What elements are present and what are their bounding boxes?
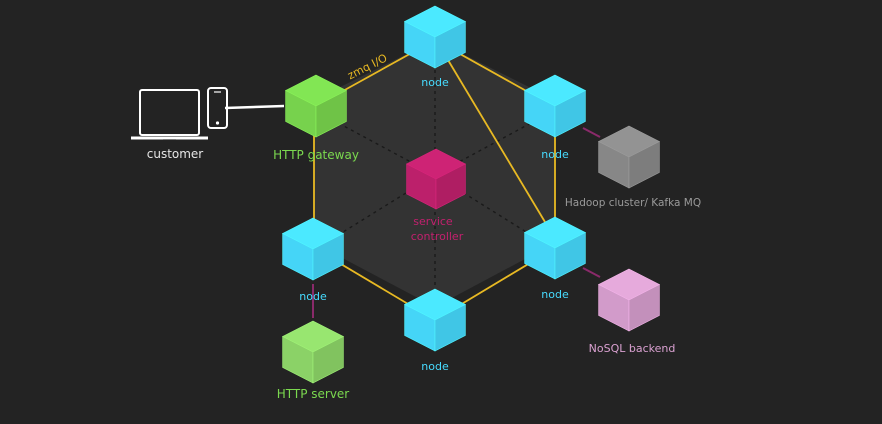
cube-face: [312, 336, 344, 384]
cube-face: [554, 232, 586, 280]
node-upper-right-cube: [523, 74, 587, 138]
node-bottom-label: node: [421, 360, 449, 373]
phone-icon: [207, 87, 228, 129]
customer-link: [224, 104, 285, 110]
gateway-label: HTTP gateway: [273, 148, 359, 162]
node-lower-right-label: node: [541, 288, 569, 301]
cube-face: [435, 163, 466, 210]
node-bottom-cube: [403, 288, 467, 352]
http-server-cube: [281, 320, 345, 384]
cube-face: [315, 90, 347, 138]
backend-links: [312, 127, 601, 318]
hadoop-label: Hadoop cluster/ Kafka MQ: [565, 197, 701, 209]
hadoop-cube: [597, 125, 661, 189]
cubes: [281, 5, 661, 384]
node-left-cube: [281, 217, 345, 281]
controller-label-line1: service: [413, 215, 453, 228]
nosql-label: NoSQL backend: [589, 342, 676, 355]
laptop-icon: [131, 89, 208, 141]
node-left-label: node: [299, 290, 327, 303]
controller-label-line2: controller: [411, 230, 464, 243]
gateway-cube: [284, 74, 348, 138]
customer-label: customer: [147, 147, 204, 161]
cube-face: [554, 90, 586, 138]
cube-face: [628, 141, 660, 189]
cube-face: [628, 284, 660, 332]
cube-face: [312, 233, 344, 281]
node-top-cube: [403, 5, 467, 69]
http-server-label: HTTP server: [277, 387, 350, 401]
nosql-cube: [597, 268, 661, 332]
node-upper-right-label: node: [541, 148, 569, 161]
node-top-label: node: [421, 76, 449, 89]
cube-face: [434, 304, 466, 352]
node-lower-right-cube: [523, 216, 587, 280]
cube-face: [434, 21, 466, 69]
controller-cube: [405, 148, 467, 210]
